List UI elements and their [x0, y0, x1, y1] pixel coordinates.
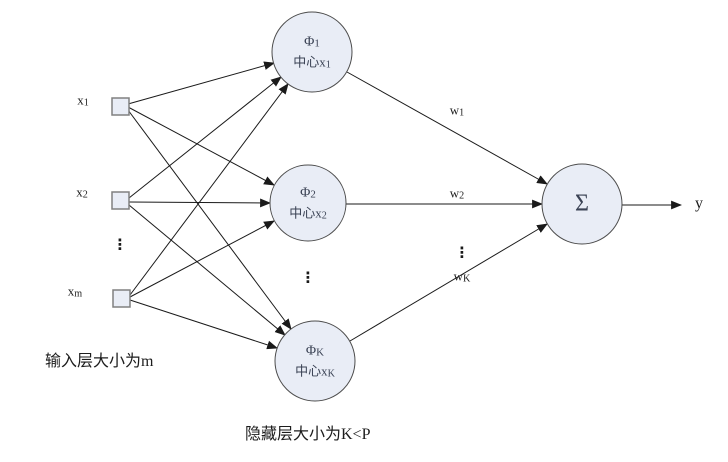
edge-xm-to-phi2	[129, 220, 275, 298]
input-ellipsis-icon: ⋮	[112, 235, 128, 254]
edge-xm-to-phiK	[129, 299, 279, 350]
edge-x1-to-phiK	[127, 109, 292, 330]
input-node-xm	[112, 289, 131, 308]
edge-x2-to-phi1	[128, 76, 282, 199]
edge-x1-to-phi1	[127, 61, 276, 105]
hidden-node-label-phiK: ΦK 中心xK	[295, 343, 335, 380]
input-label-x1: x1	[77, 92, 89, 109]
weight-label-w1: w1	[449, 102, 465, 119]
weights-ellipsis-icon: ⋮	[454, 243, 470, 262]
sum-symbol: Σ	[575, 190, 589, 217]
hidden-ellipsis-icon: ⋮	[300, 268, 316, 287]
hidden-node-phiK	[274, 320, 356, 402]
input-layer-caption: 输入层大小为m	[45, 353, 154, 370]
weight-label-w2: w2	[449, 185, 465, 202]
input-node-x1	[111, 97, 130, 116]
hidden-node-phi1	[271, 11, 353, 93]
edge-phiK-to-sum-wK	[349, 223, 548, 342]
edge-phi1-to-sum-w1	[346, 71, 548, 185]
edge-xm-to-phi1	[129, 83, 289, 296]
edge-x1-to-phi2	[127, 106, 275, 186]
hidden-node-phi2	[269, 164, 347, 242]
weight-label-wK: wK	[453, 268, 471, 285]
sum-node	[541, 163, 623, 245]
hidden-node-label-phi2: Φ2 中心x2	[289, 185, 327, 222]
input-node-x2	[111, 191, 130, 210]
hidden-layer-caption: 隐藏层大小为K<P	[245, 426, 371, 443]
edge-x2-to-phiK	[128, 204, 286, 336]
hidden-node-label-phi1: Φ1 中心x1	[293, 34, 331, 71]
input-label-x2: x2	[76, 184, 88, 201]
output-label-y: y	[695, 195, 703, 212]
input-label-xm: xm	[67, 283, 83, 300]
